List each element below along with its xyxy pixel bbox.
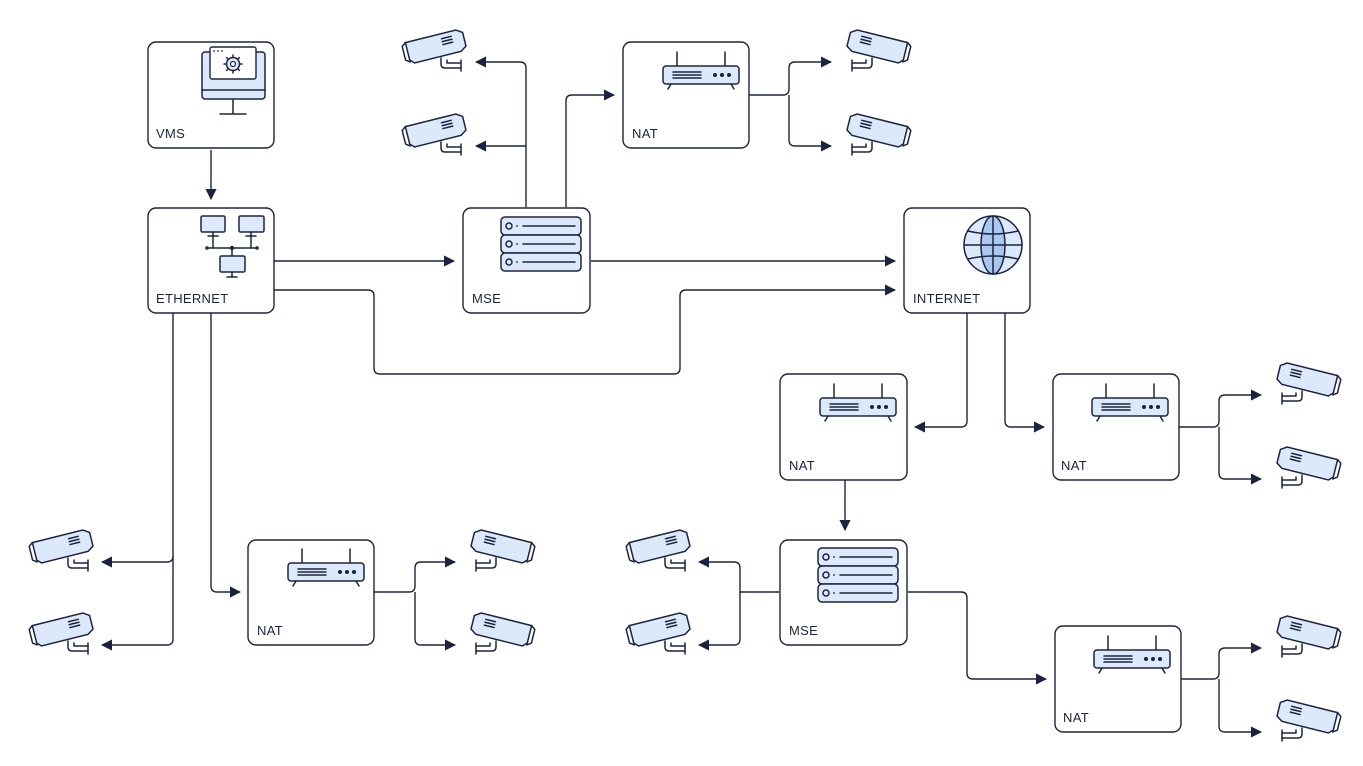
mse-top-label: MSE (472, 291, 501, 306)
security-camera-icon[interactable] (469, 610, 537, 655)
node-internet[interactable]: INTERNET (903, 207, 1031, 314)
ethernet-label: ETHERNET (156, 291, 228, 306)
security-camera-icon[interactable] (845, 111, 913, 156)
security-camera-icon[interactable] (1275, 697, 1343, 742)
security-camera-icon[interactable] (1275, 444, 1343, 489)
mse-bottom-label: MSE (789, 623, 818, 638)
link-nat-br-cam2 (1218, 679, 1263, 738)
link-nat-mr-cam2 (1218, 427, 1263, 485)
security-camera-icon[interactable] (624, 610, 692, 655)
node-ethernet[interactable]: ETHERNET (147, 207, 275, 314)
link-mse-nat-top (565, 89, 616, 207)
security-camera-icon[interactable] (845, 27, 913, 72)
link-nat-top-cam2 (788, 95, 833, 152)
server-rack-icon (500, 216, 582, 272)
node-nat-mid-right[interactable]: NAT (1052, 373, 1180, 481)
node-mse-bottom[interactable]: MSE (779, 539, 908, 646)
link-nat-bl-cam2 (414, 592, 457, 651)
server-rack-icon (817, 547, 899, 603)
security-camera-icon[interactable] (1275, 360, 1343, 405)
security-camera-icon[interactable] (400, 111, 468, 156)
link-nat-br-cam1 (1181, 642, 1263, 680)
nat-bottom-left-label: NAT (257, 623, 283, 638)
security-camera-icon[interactable] (624, 527, 692, 572)
node-vms[interactable]: VMS (147, 41, 275, 149)
security-camera-icon[interactable] (400, 27, 468, 72)
monitor-gear-icon (201, 46, 266, 115)
link-mse-b-cam1 (697, 556, 779, 593)
node-nat-bottom-right[interactable]: NAT (1054, 625, 1182, 733)
link-mse-b-cam2 (697, 592, 741, 651)
node-nat-mid-left[interactable]: NAT (779, 373, 908, 481)
globe-icon (963, 215, 1023, 275)
internet-label: INTERNET (913, 291, 980, 306)
link-nat-mr-cam1 (1179, 389, 1263, 428)
security-camera-icon[interactable] (1275, 613, 1343, 658)
node-mse-top[interactable]: MSE (462, 207, 591, 314)
node-nat-bottom-left[interactable]: NAT (247, 539, 375, 646)
link-ethernet-cam2 (100, 556, 174, 651)
link-ethernet-cam1 (100, 313, 174, 568)
security-camera-icon[interactable] (469, 527, 537, 572)
security-camera-icon[interactable] (27, 527, 95, 572)
link-mse-nat-br (908, 591, 1048, 685)
link-nat-bl-cam1 (374, 556, 457, 593)
link-internet-nat-ml (913, 313, 968, 433)
nat-mid-left-label: NAT (789, 458, 815, 473)
nat-bottom-right-label: NAT (1063, 710, 1089, 725)
vms-label: VMS (156, 126, 185, 141)
link-nat-top-cam1 (749, 56, 833, 96)
security-camera-icon[interactable] (27, 610, 95, 655)
link-internet-nat-mr (1004, 313, 1046, 433)
nat-top-label: NAT (632, 126, 658, 141)
link-ethernet-nat (210, 313, 242, 598)
network-computers-icon (200, 215, 265, 278)
node-nat-top[interactable]: NAT (622, 41, 750, 149)
nat-mid-right-label: NAT (1061, 458, 1087, 473)
link-mse-cam1 (474, 56, 527, 207)
link-ethernet-internet (273, 284, 897, 375)
connection-lines (100, 56, 1263, 738)
